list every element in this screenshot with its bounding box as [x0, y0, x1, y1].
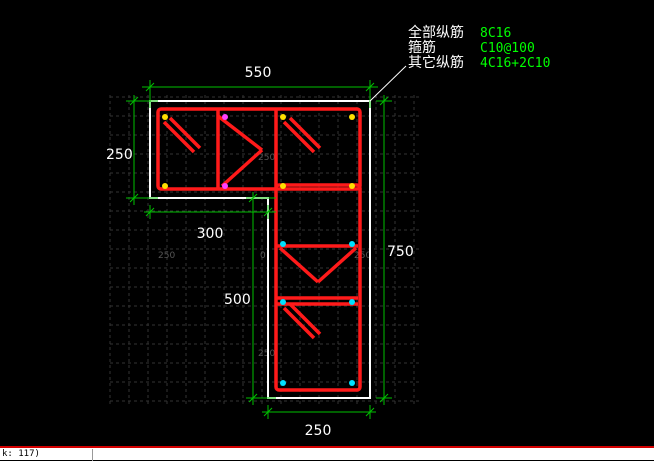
bar-corner[interactable] — [280, 183, 286, 189]
dimension-lines — [126, 65, 407, 419]
legend-label-other-longitudinal: 其它纵筋 — [408, 54, 464, 71]
legend-value-all-longitudinal[interactable]: 8C16 — [480, 26, 511, 41]
status-separator — [92, 449, 93, 461]
grid-label: 250 — [158, 251, 175, 261]
dim-left-height[interactable]: 250 — [106, 147, 133, 163]
legend-value-stirrup[interactable]: C10@100 — [480, 41, 535, 56]
background-grid — [109, 95, 420, 405]
outer-stirrup[interactable] — [156, 107, 362, 191]
status-text: k: 117) — [2, 449, 40, 459]
hook-mark — [162, 120, 196, 154]
bar-side[interactable] — [349, 299, 355, 305]
dim-lower-height[interactable]: 500 — [224, 292, 251, 308]
tie-line — [316, 246, 358, 284]
rebar-layout[interactable] — [156, 107, 362, 392]
grid-label: 0 — [260, 251, 266, 261]
lower-stirrup[interactable] — [274, 183, 362, 392]
rebar-legend: 全部纵筋 8C16 箍筋 C10@100 其它纵筋 4C16+2C10 — [408, 24, 550, 71]
bar-corner[interactable] — [222, 114, 228, 120]
bar-corner[interactable] — [222, 183, 228, 189]
dim-inner-width[interactable]: 300 — [197, 226, 224, 242]
tie-line — [278, 246, 320, 284]
longitudinal-bars[interactable] — [162, 114, 355, 386]
hook-mark — [282, 306, 316, 340]
tie-line — [220, 148, 264, 188]
dim-bottom-width[interactable]: 250 — [305, 423, 332, 439]
status-bar: k: 117) — [0, 446, 654, 461]
grid-label: 250 — [258, 153, 275, 163]
legend-value-other-longitudinal[interactable]: 4C16+2C10 — [480, 56, 550, 71]
hook-mark — [282, 120, 316, 154]
hook-mark — [288, 116, 322, 150]
bar-corner[interactable] — [162, 114, 168, 120]
hook-mark — [288, 302, 322, 336]
bar-corner[interactable] — [349, 183, 355, 189]
bar-side[interactable] — [349, 241, 355, 247]
legend-label-all-longitudinal: 全部纵筋 — [408, 24, 464, 41]
bar-side[interactable] — [280, 241, 286, 247]
bar-corner[interactable] — [280, 114, 286, 120]
grid-label: 250 — [258, 349, 275, 359]
dim-top-width[interactable]: 550 — [245, 65, 272, 81]
bar-corner[interactable] — [349, 380, 355, 386]
legend-label-stirrup: 箍筋 — [408, 39, 436, 56]
bar-side[interactable] — [280, 299, 286, 305]
drawing-canvas[interactable]: 250 250 250 250 0 — [0, 0, 654, 446]
hook-mark — [168, 116, 202, 150]
grid-label: 250 — [354, 251, 371, 261]
bar-corner[interactable] — [162, 183, 168, 189]
bar-corner[interactable] — [280, 380, 286, 386]
tie-line — [216, 114, 264, 152]
dim-right-height[interactable]: 750 — [387, 244, 414, 260]
bar-corner[interactable] — [349, 114, 355, 120]
